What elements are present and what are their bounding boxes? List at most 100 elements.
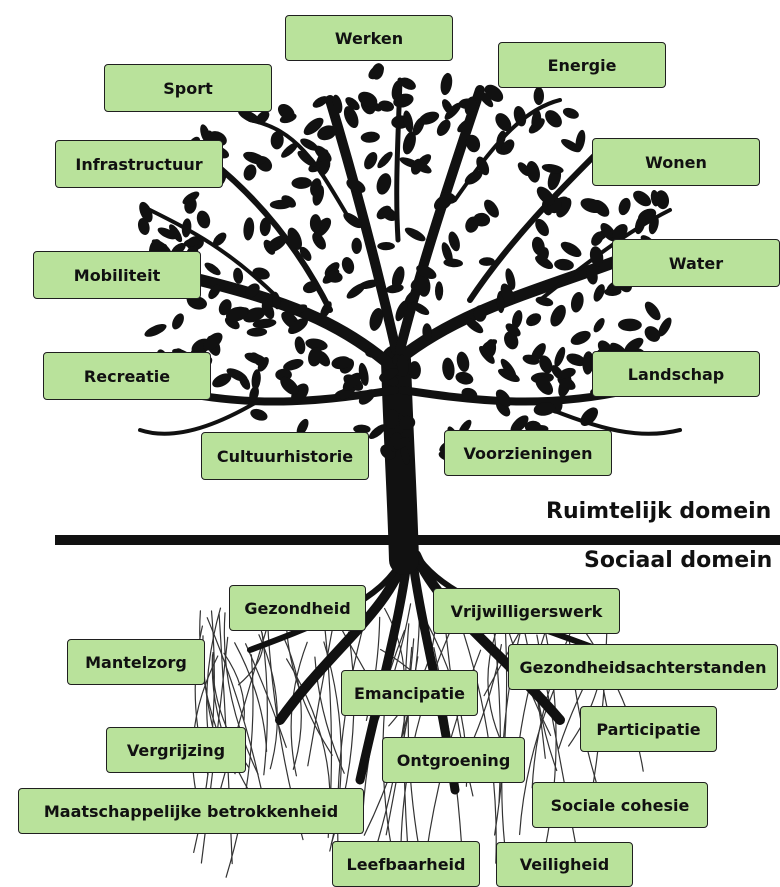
leaf [500, 283, 515, 306]
leaf [342, 372, 362, 391]
leaf [259, 217, 271, 237]
leaf [618, 197, 631, 216]
leaf [558, 374, 572, 398]
leaf [308, 346, 323, 367]
leaf [291, 177, 312, 189]
leaf [353, 424, 371, 434]
leaf [402, 131, 416, 155]
leaf [358, 362, 369, 386]
leaf [561, 138, 581, 153]
leaf [305, 338, 328, 351]
leaf [441, 99, 454, 115]
fine-root [307, 630, 333, 767]
leaf [261, 300, 275, 320]
leaf [283, 359, 304, 371]
leaf [456, 351, 470, 372]
leaf [184, 197, 197, 214]
leaf [309, 214, 322, 233]
leaf [317, 125, 337, 141]
leaf [465, 134, 481, 153]
leaf [644, 326, 661, 342]
leaf [343, 106, 359, 129]
leaf [535, 218, 549, 237]
leaf [332, 94, 343, 114]
leaf [238, 109, 260, 124]
leaf [157, 227, 177, 240]
leaf [368, 64, 384, 80]
leaf [303, 117, 324, 136]
leaf [505, 323, 521, 337]
leaf [535, 375, 554, 395]
leaf [203, 332, 223, 351]
leaf [288, 318, 308, 334]
leaf [510, 415, 529, 434]
leaf [266, 235, 287, 253]
leaf [281, 142, 299, 158]
leaf [448, 231, 460, 252]
leaf [658, 317, 672, 337]
leaf [200, 124, 211, 144]
leaf [440, 72, 453, 96]
leaf [299, 246, 312, 261]
leaf [526, 161, 540, 183]
leaf [484, 199, 499, 218]
leaf [377, 151, 393, 169]
fine-root [223, 652, 245, 721]
leaf [655, 190, 670, 210]
leaf [570, 291, 584, 313]
leaf [537, 247, 549, 264]
leaf [644, 301, 661, 321]
leaf [593, 318, 605, 333]
leaf [648, 215, 659, 235]
fine-root [282, 636, 302, 770]
label-energie: Energie [498, 42, 666, 88]
leaf [464, 170, 483, 185]
leaf [443, 258, 463, 268]
leaf [422, 323, 433, 341]
leaf [498, 368, 520, 383]
leaf [360, 131, 380, 143]
leaf [444, 102, 462, 120]
label-participatie: Participatie [580, 706, 717, 752]
leaf [473, 212, 491, 227]
leaf [144, 323, 167, 337]
leaf [365, 347, 382, 358]
leaf [479, 345, 495, 364]
leaf [213, 232, 227, 247]
leaf [495, 389, 512, 407]
leaf [404, 288, 420, 304]
leaf [419, 111, 440, 125]
label-landschap: Landschap [592, 351, 760, 397]
leaf [478, 257, 495, 266]
leaf [501, 139, 515, 155]
leaf [413, 161, 432, 174]
leaf [346, 178, 366, 194]
leaf [580, 198, 603, 214]
label-cultuurhistorie: Cultuurhistorie [201, 432, 369, 480]
leaf [559, 367, 576, 379]
leaf [399, 77, 416, 90]
tree-leaves [133, 63, 672, 465]
fine-root [363, 601, 420, 836]
leaf [556, 197, 572, 218]
leaf [435, 281, 444, 301]
leaf [535, 296, 554, 307]
leaf [318, 159, 331, 176]
leaf [485, 339, 497, 358]
leaf [376, 205, 392, 220]
leaf [312, 232, 326, 250]
leaf [536, 186, 555, 206]
leaf [257, 357, 269, 372]
leaf [246, 327, 268, 337]
leaf [589, 246, 604, 267]
leaf [280, 376, 299, 395]
leaf [436, 119, 451, 136]
label-mantelzorg: Mantelzorg [67, 639, 205, 685]
fine-root [225, 654, 254, 878]
domain-title-ruimtelijk: Ruimtelijk domein [546, 499, 772, 524]
leaf [368, 424, 387, 439]
leaf [457, 118, 472, 133]
leaf [364, 152, 378, 170]
leaf [376, 173, 392, 195]
label-recreatie: Recreatie [43, 352, 211, 400]
